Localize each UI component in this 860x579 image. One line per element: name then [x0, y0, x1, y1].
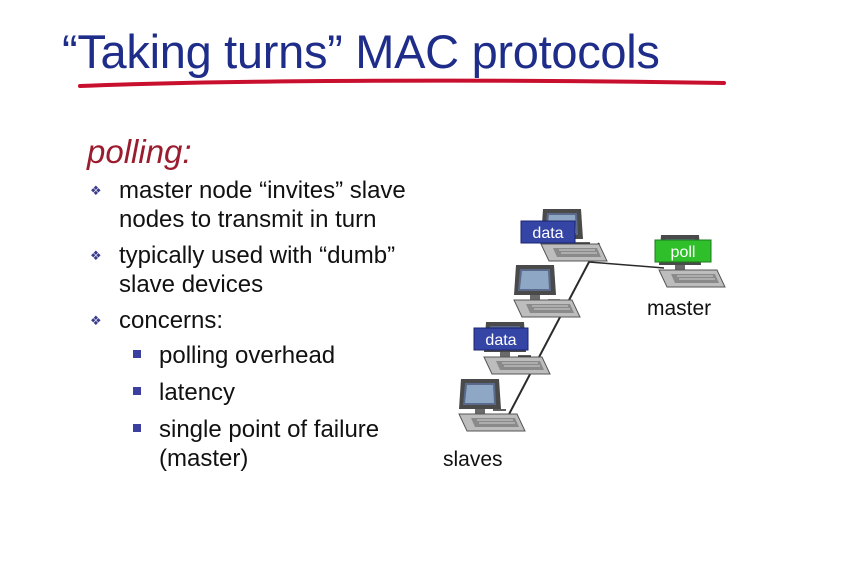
square-bullet-icon — [133, 424, 141, 432]
sub-bullet-item: latency — [119, 378, 418, 407]
data-label: data — [485, 332, 516, 349]
bullet-item: ❖ master node “invites” slave nodes to t… — [88, 176, 418, 234]
sub-bullet-item: single point of failure (master) — [119, 415, 418, 473]
square-bullet-icon — [133, 350, 141, 358]
sub-bullet-text: polling overhead — [159, 342, 336, 369]
square-bullet-icon — [133, 387, 141, 395]
sub-bullet-item: polling overhead — [119, 341, 418, 370]
data-box — [520, 220, 576, 244]
bullet-text: master node “invites” slave nodes to tra… — [119, 177, 406, 233]
sub-bullet-list: polling overhead latency single point of… — [119, 341, 418, 473]
sub-bullet-text: single point of failure (master) — [159, 416, 380, 472]
slide-title: “Taking turns” MAC protocols — [62, 25, 660, 78]
diamond-bullet-icon: ❖ — [90, 248, 102, 263]
bus-line — [506, 242, 600, 419]
data-label: data — [532, 225, 563, 242]
master-label: master — [647, 297, 711, 320]
diamond-bullet-icon: ❖ — [90, 313, 102, 328]
slaves-label: slaves — [443, 448, 503, 471]
bullet-text: concerns: — [119, 307, 224, 334]
sub-bullet-text: latency — [159, 379, 236, 406]
data-box — [473, 327, 529, 351]
master-link-line — [588, 261, 665, 269]
title-underline — [78, 78, 726, 88]
bullet-item: ❖ typically used with “dumb” slave devic… — [88, 241, 418, 299]
polling-heading: polling: — [87, 133, 192, 170]
poll-box — [654, 239, 712, 263]
bullet-text: typically used with “dumb” slave devices — [119, 242, 396, 298]
slave-computer — [458, 378, 526, 432]
bullet-item: ❖ concerns: polling overhead latency sin… — [88, 306, 418, 473]
diamond-bullet-icon: ❖ — [90, 183, 102, 198]
poll-label: poll — [671, 244, 696, 261]
slave-computer — [513, 264, 581, 318]
bullet-list: ❖ master node “invites” slave nodes to t… — [88, 176, 418, 481]
